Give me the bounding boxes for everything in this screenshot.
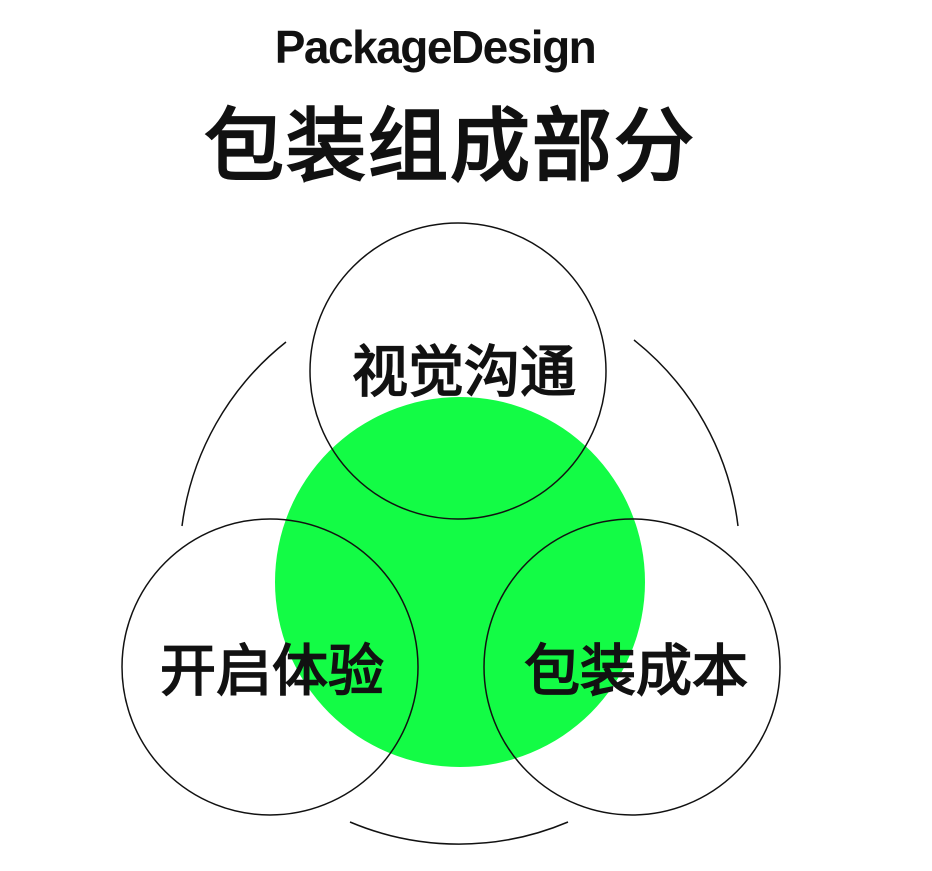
title-chinese: 包装组成部分	[204, 100, 696, 193]
circle-top	[309, 222, 607, 520]
title-english: PackageDesign	[274, 21, 597, 73]
circle-right	[483, 518, 781, 816]
outer-arc-right	[633, 339, 739, 527]
outer-arc-bottom	[349, 821, 569, 845]
label-opening-experience: 开启体验	[160, 639, 384, 705]
circle-left	[121, 518, 419, 816]
label-packaging-cost: 包装成本	[524, 639, 748, 705]
outer-arc-left	[181, 341, 287, 527]
label-visual-communication: 视觉沟通	[352, 340, 576, 406]
core-circle	[275, 397, 645, 767]
